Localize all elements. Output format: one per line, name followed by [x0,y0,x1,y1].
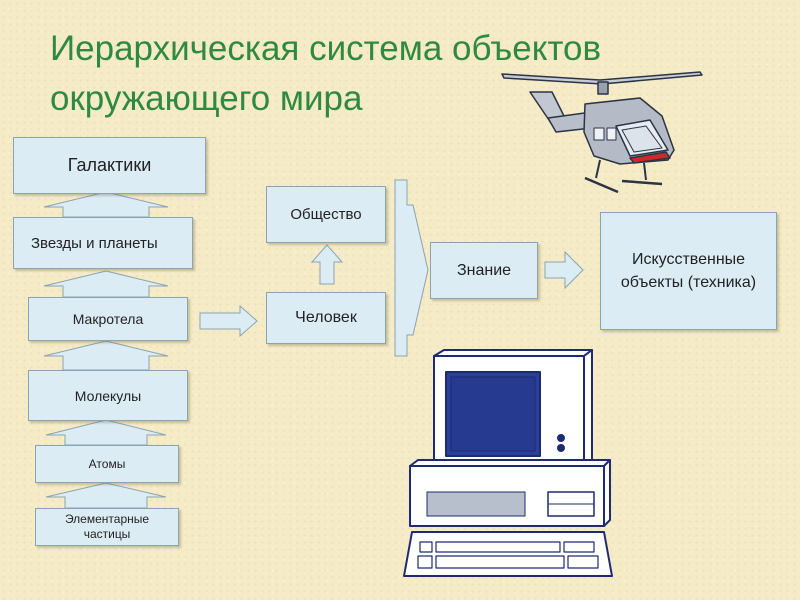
box-elementary-particles: Элементарные частицы [35,508,179,546]
title-line-1: Иерархическая система объектов [50,29,602,68]
arrow-right-macro-to-person [199,304,258,338]
box-molecules: Молекулы [28,370,188,421]
box-atoms: Атомы [35,445,179,483]
arrow-up-atoms-to-molecules [45,419,167,446]
box-person: Человек [266,292,386,344]
box-stars-planets: Звезды и планеты [13,217,193,269]
arrow-up-molecules-to-macro [43,340,169,371]
box-macrobodies: Макротела [28,297,188,341]
arrow-right-knowledge-to-artificial [544,250,584,290]
box-society: Общество [266,186,386,243]
arrow-up-stars-to-galaxies [43,191,169,218]
arrow-up-person-to-society [310,244,344,285]
box-knowledge: Знание [430,242,538,299]
box-galaxies: Галактики [13,137,206,194]
arrow-merge-to-knowledge [394,179,429,357]
title-line-2: окружающего мира [50,79,363,118]
arrow-up-macro-to-stars [43,270,169,298]
arrow-up-particles-to-atoms [45,482,167,509]
box-artificial-objects: Искусственные объекты (техника) [600,212,777,330]
page-title: Иерархическая система объектов окружающе… [50,24,770,124]
